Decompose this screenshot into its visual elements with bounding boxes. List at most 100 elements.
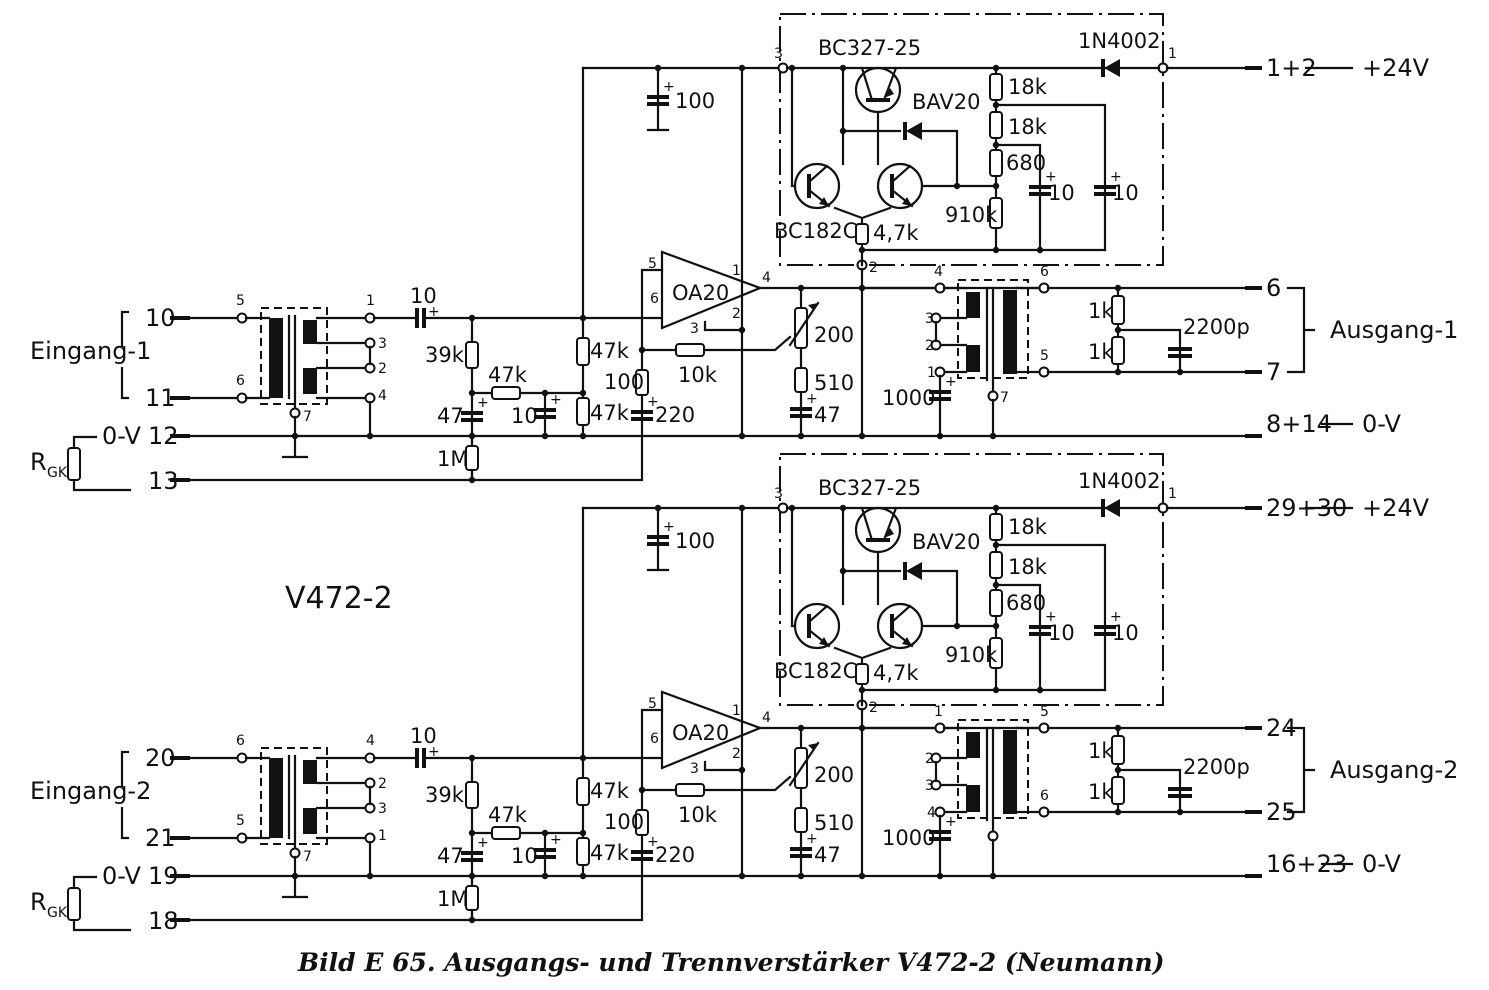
- wire: [1046, 726, 1262, 814]
- resistor-910k: [989, 197, 1003, 229]
- wire: [72, 435, 132, 492]
- value: 47k: [590, 841, 630, 865]
- npn-name: BC182C: [774, 659, 857, 683]
- cap-10: +: [1029, 609, 1057, 636]
- value: 910k: [945, 643, 998, 667]
- opamp-pin: 3: [690, 761, 699, 777]
- opamp-pin: 5: [648, 256, 657, 272]
- svg-text:+: +: [806, 391, 818, 407]
- wire: [860, 66, 874, 102]
- value: 39k: [425, 783, 465, 807]
- tr-pin: 6: [236, 733, 245, 749]
- input-bracket: [120, 750, 130, 840]
- bav20-diode: [903, 562, 922, 580]
- resistor-47k: [491, 386, 521, 400]
- npn-transistor-right: [876, 602, 924, 650]
- wire: [882, 66, 898, 102]
- rgk-resistor: [67, 447, 81, 481]
- value: 47k: [590, 401, 630, 425]
- wire: [985, 286, 995, 394]
- wire: [985, 726, 995, 834]
- wire: [170, 316, 190, 482]
- tr-pin: 1: [934, 704, 943, 720]
- resistor-680: [989, 149, 1003, 177]
- tr-pin: 7: [303, 849, 312, 865]
- junction-dot: [953, 182, 961, 190]
- junction-dot: [788, 504, 796, 512]
- wire: [994, 543, 1107, 692]
- tr-pin: 4: [934, 264, 943, 280]
- cap-47: +: [461, 395, 489, 422]
- resistor-1k: [1111, 776, 1125, 805]
- tr-pin: 2: [925, 338, 934, 354]
- value: 200: [814, 763, 854, 787]
- ground-label: 0-V: [102, 862, 142, 890]
- resistor-47k: [576, 397, 590, 426]
- junction-dot: [797, 284, 805, 292]
- tr-pin: 3: [925, 311, 934, 327]
- junction-dot: [989, 432, 997, 440]
- supply-gnd-label: 0-V: [1362, 410, 1402, 438]
- value: 220: [655, 403, 695, 427]
- input-label: Eingang-2: [30, 777, 151, 805]
- svg-text:+: +: [550, 392, 562, 408]
- cap-47: +: [790, 831, 818, 858]
- opamp-name: OA20: [672, 721, 729, 745]
- tr-pin: 4: [378, 388, 387, 404]
- resistor-510: [794, 367, 808, 393]
- wire: [890, 164, 912, 184]
- tr-pin: 6: [1040, 264, 1049, 280]
- value: 47: [814, 403, 841, 427]
- value: 100: [675, 89, 715, 113]
- junction-dot: [738, 766, 746, 774]
- value: 47k: [590, 339, 630, 363]
- junction-dot: [579, 314, 587, 322]
- junction-dot: [1176, 808, 1184, 816]
- value: 1k: [1088, 780, 1114, 804]
- bav20-diode: [903, 122, 922, 140]
- junction-dot: [797, 872, 805, 880]
- value: 1M: [437, 887, 468, 911]
- tr-pin: 1: [378, 828, 387, 844]
- opamp-pin: 4: [762, 270, 771, 286]
- junction-dot: [291, 872, 299, 880]
- junction-dot: [366, 432, 374, 440]
- reg-pin: 1: [1168, 486, 1177, 502]
- junction-dot: [992, 686, 1000, 694]
- rectifier-diode: [1101, 59, 1120, 77]
- value: 100: [604, 370, 644, 394]
- junction-dot: [953, 622, 961, 630]
- wire: [807, 604, 829, 624]
- svg-text:+: +: [428, 304, 440, 320]
- wire: [790, 506, 998, 628]
- resistor-510: [794, 807, 808, 833]
- tr-pin: 6: [1040, 788, 1049, 804]
- wire: [994, 583, 1042, 692]
- value: 10: [511, 844, 538, 868]
- junction-dot: [738, 872, 746, 880]
- cap-47: +: [461, 835, 489, 862]
- model-label: V472-2: [285, 581, 393, 616]
- supply-gnd-label: 0-V: [1362, 850, 1402, 878]
- npn-name: BC182C: [774, 219, 857, 243]
- tr-pin: 1: [927, 365, 936, 381]
- resistor-47k: [576, 837, 590, 866]
- junction-dot: [579, 432, 587, 440]
- reg-pin: 1: [1168, 46, 1177, 62]
- junction-dot: [839, 64, 847, 72]
- junction-dot: [989, 872, 997, 880]
- tr-pin: 1: [366, 293, 375, 309]
- wire: [315, 756, 368, 840]
- value: 18k: [1008, 115, 1048, 139]
- resistor-10k: [675, 783, 705, 797]
- cap-10: +: [534, 832, 562, 859]
- junction-dot: [1036, 686, 1044, 694]
- tr-pin: 7: [1000, 390, 1009, 406]
